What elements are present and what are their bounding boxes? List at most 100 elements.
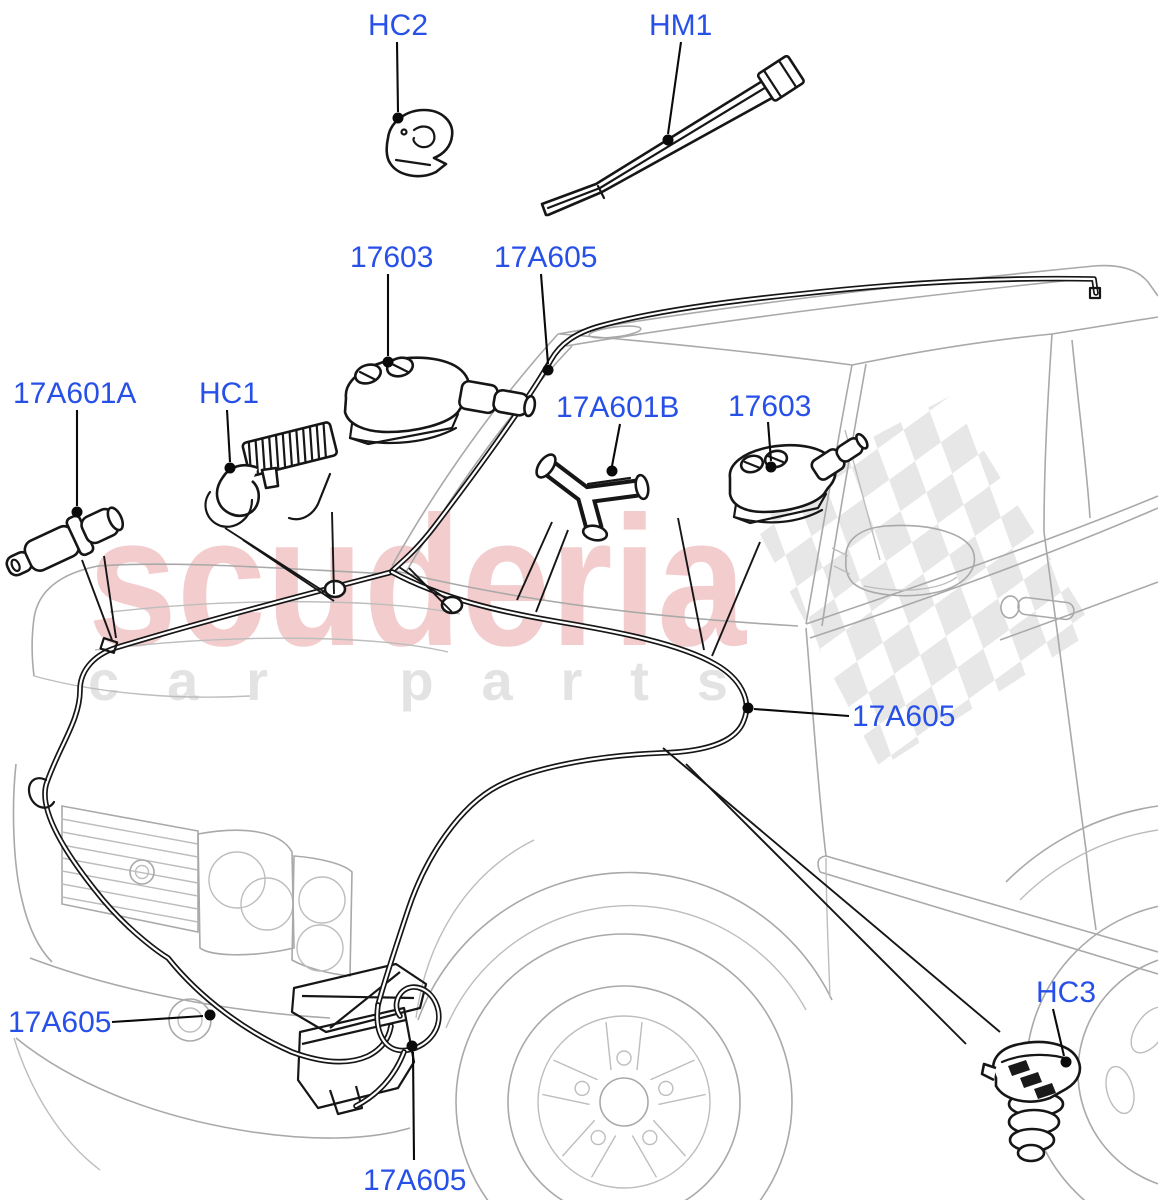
bumper-left-corner — [12, 763, 53, 963]
mirror-stem — [831, 547, 851, 575]
wing-top-line — [33, 675, 251, 698]
pointer-lines — [81, 511, 1001, 1045]
watermark-checkered-flag — [745, 396, 1095, 768]
sill-end-curve — [817, 855, 827, 873]
roof-drip-line — [851, 316, 1158, 366]
leader-dot-hm1 — [662, 134, 674, 146]
roofline-outer — [557, 265, 1095, 335]
leader-dot-17a605-right — [742, 702, 754, 714]
part-label-17a601a[interactable]: 17A601A — [13, 377, 136, 410]
jet-hose-barb — [810, 432, 869, 481]
roof-rear-corner — [1093, 264, 1158, 297]
front-rim-inner — [537, 1015, 711, 1189]
c-pillar-left-edge — [1043, 333, 1053, 533]
hood-crease-1 — [109, 600, 461, 615]
hose-end-fitting — [1088, 286, 1102, 300]
grille-badge-inner — [134, 864, 150, 880]
grille-badge-outer — [129, 859, 155, 885]
pointer-hc1-2 — [242, 539, 335, 602]
part-17a601b-y-connector — [535, 453, 650, 542]
part-label-hc3[interactable]: HC3 — [1036, 976, 1096, 1009]
headlamp-lens-2 — [240, 877, 294, 931]
leader-dot-hc3 — [1060, 1056, 1072, 1068]
part-hc3-grommet — [980, 1040, 1082, 1163]
fender-front-line — [415, 839, 535, 1019]
part-label-17603-left[interactable]: 17603 — [350, 241, 433, 274]
indicator-unit — [291, 855, 353, 977]
rear-spoke-hint-1 — [1130, 1006, 1158, 1054]
part-label-17a605-bottom-center[interactable]: 17A605 — [363, 1164, 466, 1197]
part-label-17a605-bottom-left[interactable]: 17A605 — [8, 1006, 111, 1039]
leader-dot-17603-right — [765, 461, 777, 473]
valance-curve — [13, 1037, 101, 1171]
pointer-17a601b-2 — [535, 529, 569, 613]
part-label-hc2[interactable]: HC2 — [368, 9, 428, 42]
a-pillar-near-inner — [821, 363, 867, 627]
windshield-header — [559, 333, 853, 366]
fog-lamp-inner — [177, 1007, 203, 1033]
watermark: scuderia car parts — [88, 396, 1095, 768]
rear-arch-lip — [1019, 829, 1158, 901]
pointer-hc3-1 — [662, 747, 1001, 1033]
front-wheel — [415, 839, 833, 1200]
hood-crease-2 — [94, 637, 449, 653]
a-pillar-far-outer — [391, 333, 559, 567]
part-label-hc1[interactable]: HC1 — [199, 377, 259, 410]
a-pillar-near-outer — [805, 364, 853, 625]
cowl-line — [391, 569, 799, 627]
part-label-17603-right[interactable]: 17603 — [728, 390, 811, 423]
part-hc2-clip — [385, 108, 454, 178]
mirror-inner-line — [863, 576, 958, 591]
leader-dot-17a601b — [606, 465, 618, 477]
part-hm1-cable-tie — [540, 54, 805, 217]
roofline-inner — [565, 277, 1093, 347]
leader-dot-17603-left — [382, 356, 394, 368]
front-lug-nuts — [574, 1050, 674, 1146]
beltline-molding — [809, 507, 1158, 639]
part-hc1-clip — [204, 421, 338, 528]
front-arch-lip — [445, 904, 807, 1029]
door-handle — [1000, 595, 1075, 621]
part-17a601a-connector — [5, 506, 125, 577]
c-pillar-right-edge — [1071, 339, 1091, 519]
part-label-17a605-top[interactable]: 17A605 — [494, 241, 597, 274]
pointer-17603r-1 — [677, 517, 705, 651]
leader-dot-17a605-bottom-left — [204, 1009, 216, 1021]
fog-lamp-outer — [168, 998, 212, 1042]
front-arch-outer — [417, 871, 833, 1021]
cowl-jet-fitting-2 — [440, 595, 464, 615]
pointer-17a601a-2 — [103, 555, 117, 639]
leader-dot-hc2 — [392, 112, 404, 124]
part-label-17a605-right[interactable]: 17A605 — [852, 700, 955, 733]
indicator-lens-2 — [296, 924, 344, 972]
door-mirror — [844, 524, 976, 597]
leader-dot-17a605-bottom-center — [406, 1040, 418, 1052]
part-labels: HC2 HM1 17603 17A605 17A601A HC1 17A601B… — [8, 9, 1096, 1197]
rear-arch-outer — [1005, 805, 1158, 883]
front-tire — [455, 933, 793, 1200]
roof-rail-slot — [588, 325, 642, 339]
leader-dot-hc1 — [224, 462, 236, 474]
pointer-17a601a-1 — [81, 559, 113, 641]
part-label-17a601b[interactable]: 17A601B — [556, 391, 679, 424]
part-17603-right-jet — [728, 432, 869, 525]
fender-rear-line — [825, 857, 831, 999]
inline-connector-position — [99, 636, 119, 654]
front-rim — [507, 985, 741, 1200]
hood-rear-edge — [97, 563, 393, 575]
rear-spoke-hint-2 — [1105, 1065, 1135, 1115]
vehicle-line-art — [12, 264, 1158, 1200]
front-spokes — [542, 1021, 706, 1178]
washer-hoses — [27, 275, 1102, 1109]
pointer-17603r-2 — [711, 541, 761, 657]
hose-end-curl — [27, 777, 56, 809]
part-label-hm1[interactable]: HM1 — [649, 9, 712, 42]
pointer-hc1-1 — [224, 527, 332, 597]
front-door-front-edge — [805, 627, 827, 857]
bumper-lower-edge — [15, 1037, 411, 1139]
jet-hose-barb — [458, 379, 537, 418]
hood-left-corner — [31, 565, 99, 677]
pointer-17a601b-1 — [516, 521, 553, 601]
rear-door-shut-line — [1043, 531, 1097, 931]
